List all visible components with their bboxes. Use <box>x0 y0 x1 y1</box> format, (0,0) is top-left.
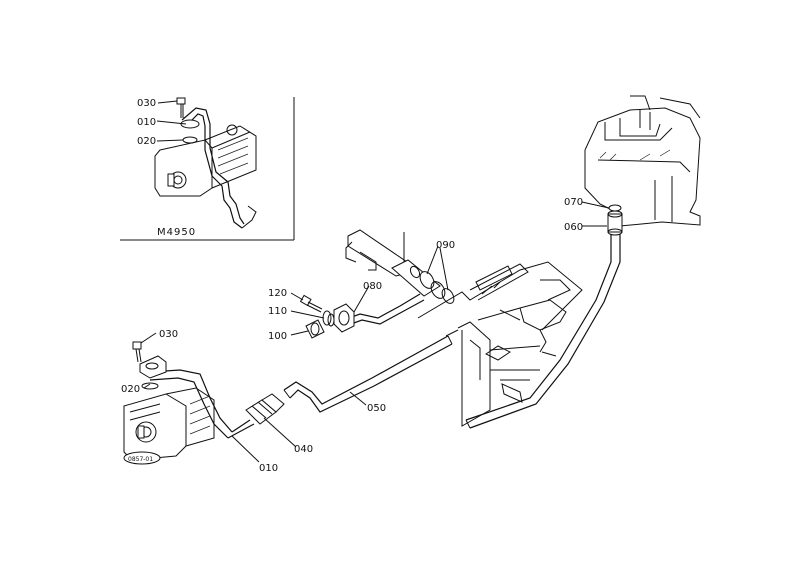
label-060: 060 <box>564 222 583 233</box>
inset-pipe-end <box>241 205 257 229</box>
label-040: 040 <box>294 444 313 455</box>
coupling-040 <box>245 393 285 425</box>
leader-lines <box>140 201 610 463</box>
inset-flange-020 <box>180 119 200 129</box>
inset-label-020: 020 <box>137 136 156 147</box>
seal-110-inner <box>327 313 335 327</box>
label-090: 090 <box>436 240 455 251</box>
pipe-060-end <box>465 419 471 429</box>
label-020: 020 <box>121 384 140 395</box>
inset-model-label: M4950 <box>157 227 196 238</box>
seal-110 <box>322 310 332 326</box>
pipe-080-b <box>339 299 425 329</box>
flange-020 <box>139 355 167 390</box>
pipe-060-a <box>465 234 612 421</box>
bolt-030 <box>132 341 142 363</box>
inset-leader-010 <box>156 120 187 125</box>
inset-pump <box>154 124 257 197</box>
banjo-fitting-080 <box>333 303 355 333</box>
inset-label-030: 030 <box>137 98 156 109</box>
inset-leader-030 <box>157 100 178 104</box>
center-frame <box>417 261 583 427</box>
label-010: 010 <box>259 463 278 474</box>
label-050: 050 <box>367 403 386 414</box>
pipe-050-end <box>447 335 453 345</box>
label-100: 100 <box>268 331 287 342</box>
inset-pipe-010-a <box>181 107 245 225</box>
pipe-050-b <box>289 343 453 413</box>
inset-label-010: 010 <box>137 117 156 128</box>
pipe-050-start <box>283 389 291 399</box>
label-110: 110 <box>268 306 287 317</box>
label-030: 030 <box>159 329 178 340</box>
transmission-housing <box>584 95 701 227</box>
pipe-050-a <box>283 335 449 405</box>
label-120: 120 <box>268 288 287 299</box>
bolt-120 <box>299 294 323 313</box>
inset-panel: 030 010 020 M4950 <box>120 97 295 241</box>
inset-leader-020 <box>156 139 184 142</box>
pipe-060-b <box>469 234 621 429</box>
fitting-060 <box>607 204 623 236</box>
valve-assembly <box>345 229 455 304</box>
pipe-010-a <box>149 369 233 433</box>
serial-tag: 0857-01 <box>123 451 161 465</box>
plug-100 <box>305 319 325 339</box>
serial-tag-text: 0857-01 <box>128 456 153 463</box>
inset-oring <box>182 136 198 144</box>
inset-pipe-010-b <box>187 113 243 229</box>
label-080: 080 <box>363 281 382 292</box>
label-070: 070 <box>564 197 583 208</box>
hydraulic-pump <box>123 387 215 461</box>
inset-bolt-030 <box>176 97 186 118</box>
pipe-010-end <box>227 419 255 439</box>
pipe-010-b <box>149 377 229 439</box>
